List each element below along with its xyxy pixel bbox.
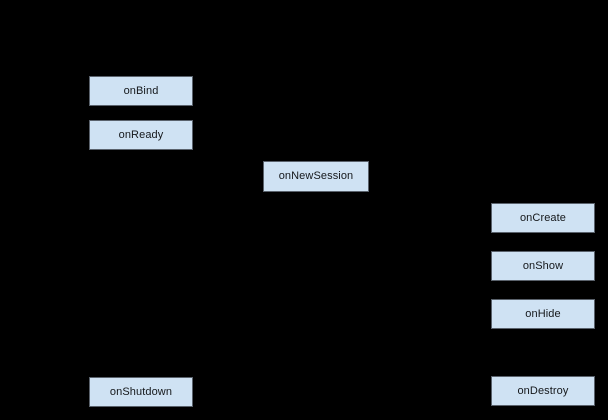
- diagram-node-oncreate: onCreate: [491, 203, 595, 233]
- diagram-node-onnewsession: onNewSession: [263, 161, 369, 192]
- diagram-node-onshow: onShow: [491, 251, 595, 281]
- diagram-node-onbind: onBind: [89, 76, 193, 106]
- diagram-node-onhide: onHide: [491, 299, 595, 329]
- diagram-node-onshutdown: onShutdown: [89, 377, 193, 407]
- diagram-node-ondestroy: onDestroy: [491, 376, 595, 406]
- diagram-node-onready: onReady: [89, 120, 193, 150]
